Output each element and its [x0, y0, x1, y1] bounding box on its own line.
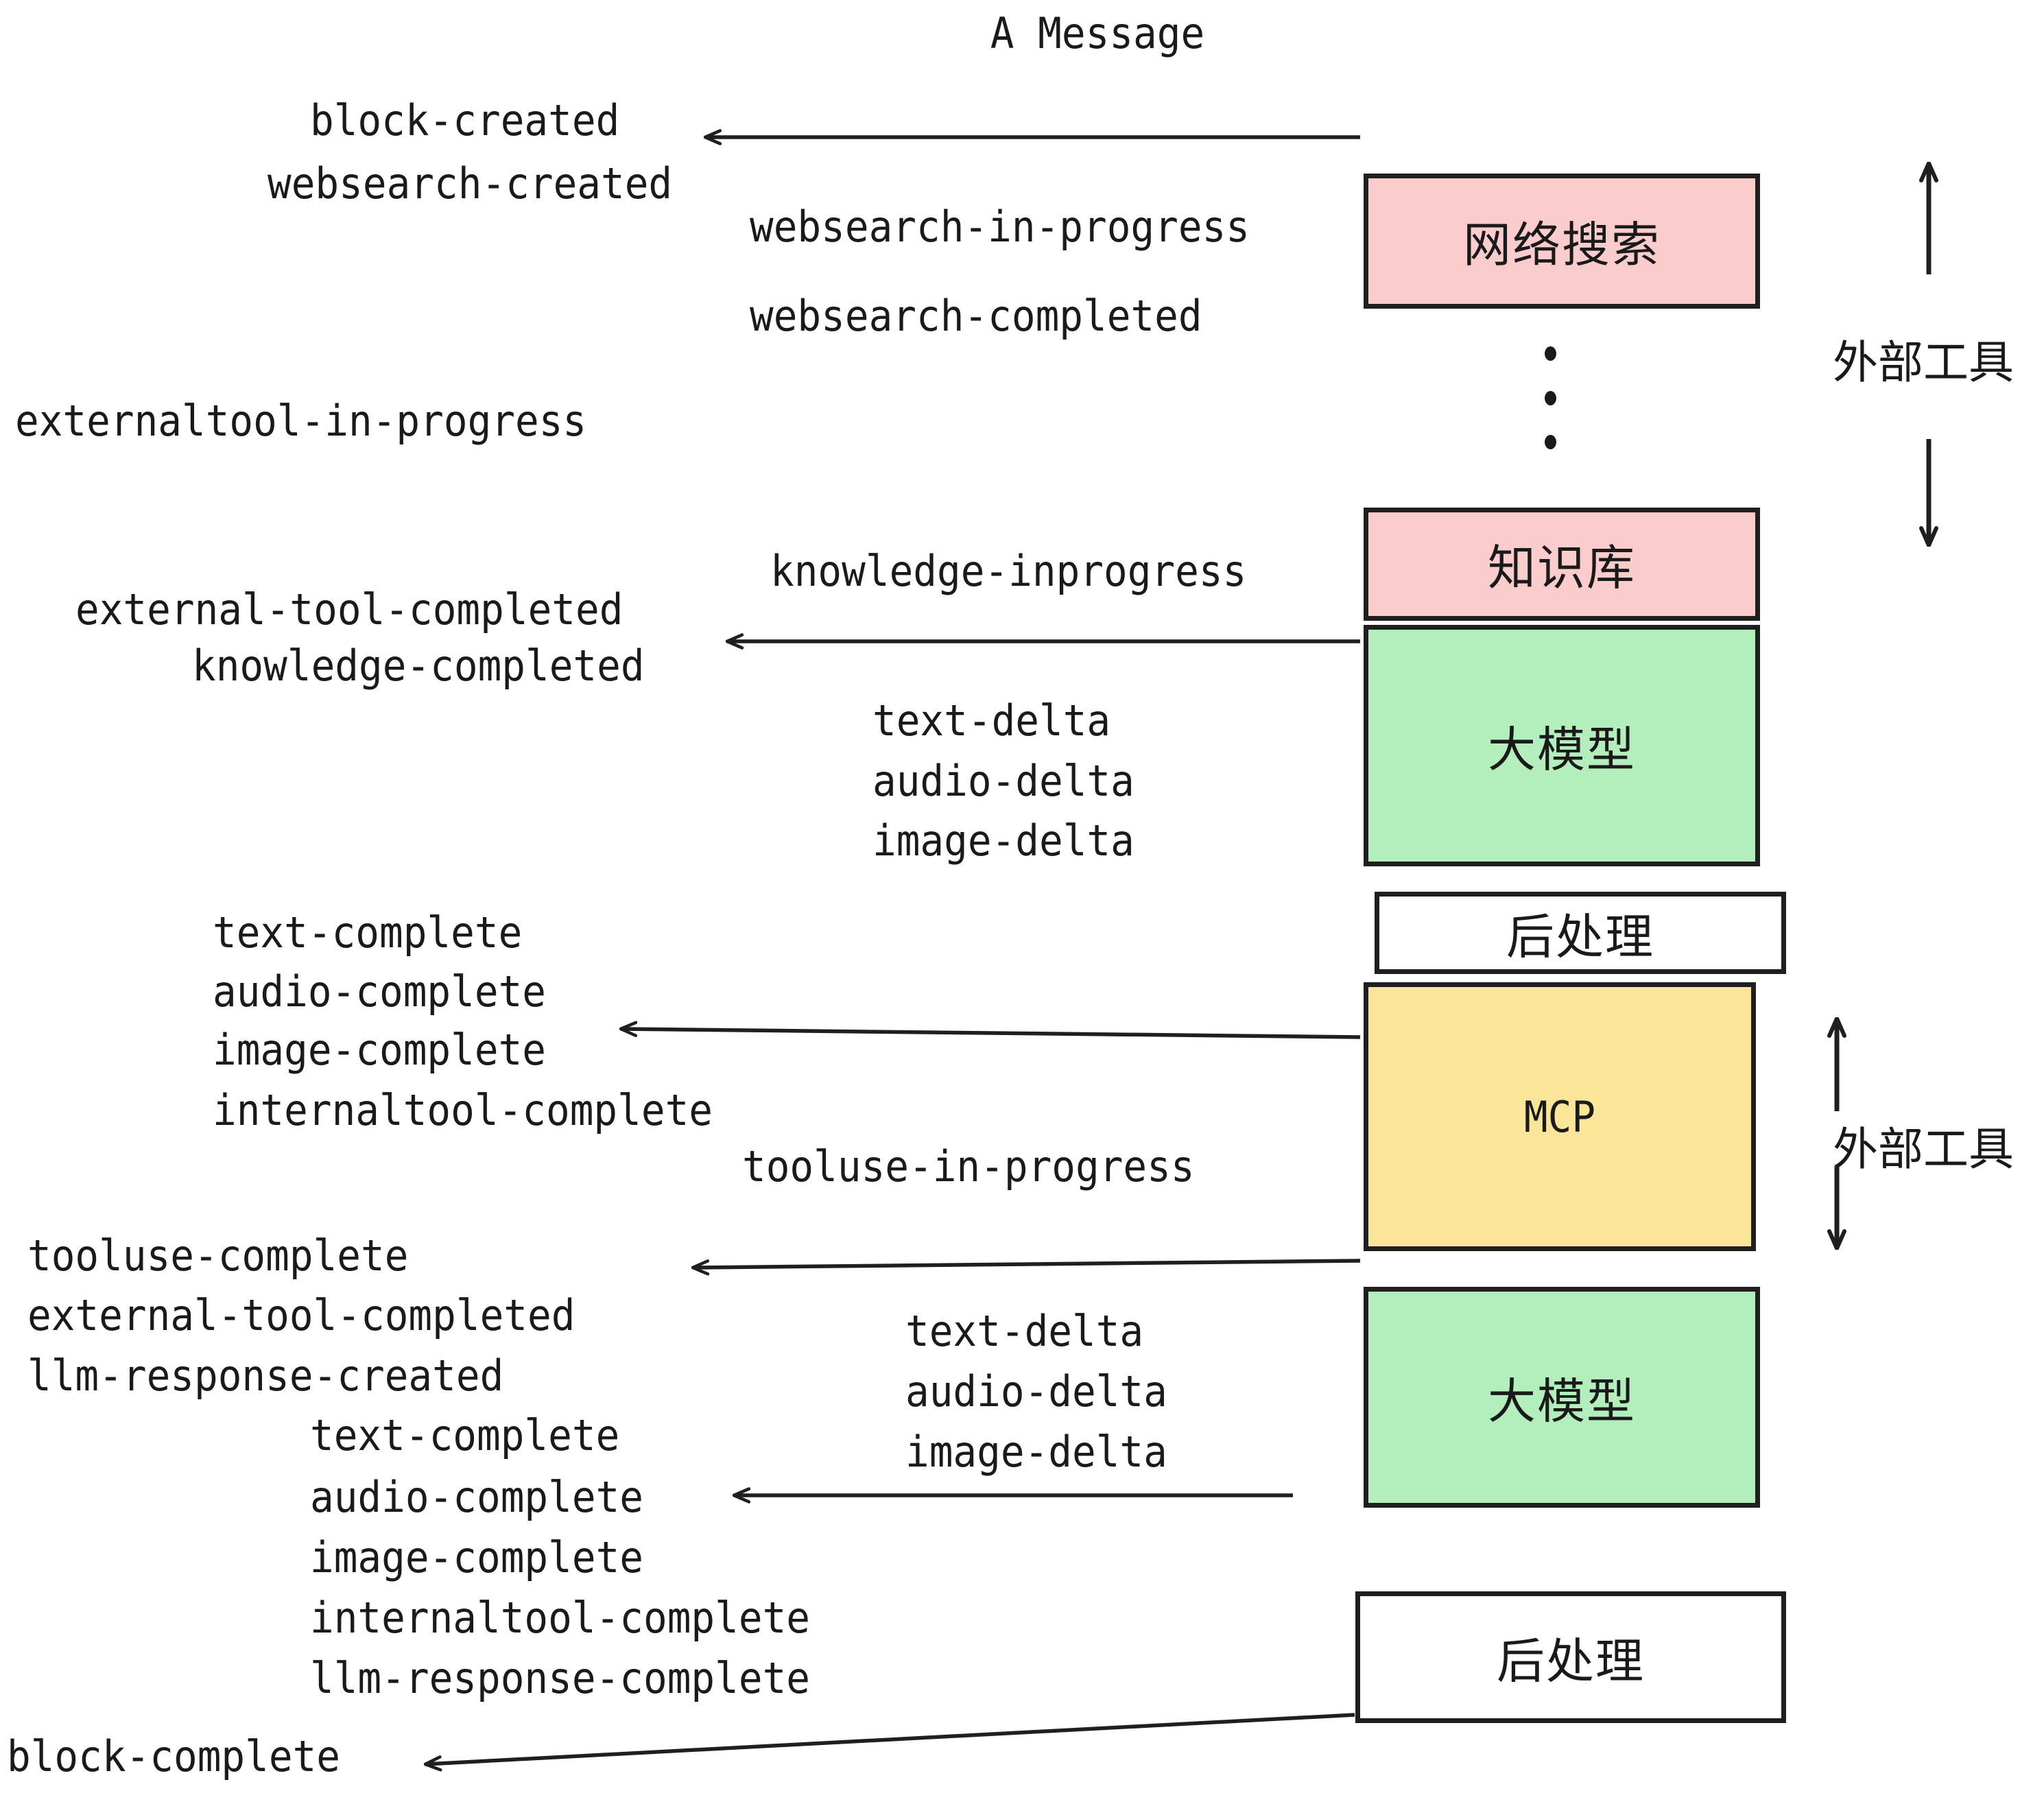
page-title: A Message [990, 8, 1205, 58]
node-label-postprocess-1: 后处理 [1506, 908, 1654, 965]
node-label-knowledge: 知识库 [1488, 540, 1636, 596]
node-box-knowledge[interactable]: 知识库 [1364, 508, 1760, 621]
node-label-llm-1: 大模型 [1488, 721, 1636, 778]
event-knowledge-inprogress: knowledge-inprogress [770, 546, 1247, 596]
event-internaltool-complete-2: internaltool-complete [310, 1593, 811, 1643]
event-internaltool-complete-1: internaltool-complete [213, 1085, 713, 1135]
arrow-mcp-to-tooluse-complete [693, 1259, 1361, 1268]
event-external-tool-completed-2: external-tool-completed [27, 1290, 575, 1340]
event-image-complete-1: image-complete [213, 1025, 547, 1075]
node-label-postprocess-2: 后处理 [1497, 1633, 1645, 1689]
event-text-complete-1: text-complete [213, 907, 523, 958]
node-label-websearch: 网络搜索 [1463, 217, 1661, 273]
event-text-complete-2: text-complete [310, 1410, 620, 1460]
event-websearch-created: websearch-created [268, 158, 673, 209]
node-box-postprocess-1[interactable]: 后处理 [1375, 892, 1786, 974]
event-websearch-completed: websearch-completed [750, 291, 1202, 341]
event-llm-response-created: llm-response-created [27, 1351, 504, 1401]
event-tooluse-in-progress: tooluse-in-progress [742, 1141, 1195, 1191]
event-text-delta-1: text-delta [872, 696, 1111, 746]
event-tooluse-complete: tooluse-complete [27, 1231, 409, 1281]
event-image-delta-1: image-delta [872, 816, 1134, 866]
node-box-mcp[interactable]: MCP [1364, 982, 1756, 1251]
event-audio-delta-1: audio-delta [872, 756, 1134, 806]
arrow-postprocess2-to-block-complete [425, 1713, 1355, 1764]
event-knowledge-completed: knowledge-completed [192, 641, 645, 691]
node-box-websearch[interactable]: 网络搜索 [1364, 174, 1760, 309]
event-block-created: block-created [310, 95, 620, 145]
node-box-llm-2[interactable]: 大模型 [1364, 1287, 1760, 1508]
node-label-mcp: MCP [1523, 1091, 1596, 1142]
node-box-postprocess-2[interactable]: 后处理 [1355, 1591, 1786, 1723]
event-image-complete-2: image-complete [310, 1532, 644, 1582]
event-audio-complete-2: audio-complete [310, 1472, 644, 1522]
event-websearch-in-progress: websearch-in-progress [750, 202, 1250, 252]
node-box-llm-1[interactable]: 大模型 [1364, 625, 1760, 866]
arrow-mcp-to-image-complete [621, 1029, 1361, 1039]
event-text-delta-2: text-delta [905, 1306, 1144, 1356]
event-llm-response-complete: llm-response-complete [310, 1653, 811, 1703]
side-label-external-tools-top: 外部工具 [1833, 336, 2014, 389]
event-image-delta-2: image-delta [905, 1427, 1167, 1477]
event-external-tool-completed-1: external-tool-completed [75, 584, 623, 634]
node-label-llm-2: 大模型 [1488, 1373, 1636, 1429]
vertical-ellipsis [1543, 346, 1557, 449]
side-label-external-tools-bottom: 外部工具 [1833, 1123, 2014, 1176]
event-audio-complete-1: audio-complete [213, 966, 547, 1017]
event-externaltool-in-progress: externaltool-in-progress [15, 396, 587, 446]
event-block-complete: block-complete [7, 1731, 341, 1781]
event-audio-delta-2: audio-delta [905, 1366, 1167, 1416]
